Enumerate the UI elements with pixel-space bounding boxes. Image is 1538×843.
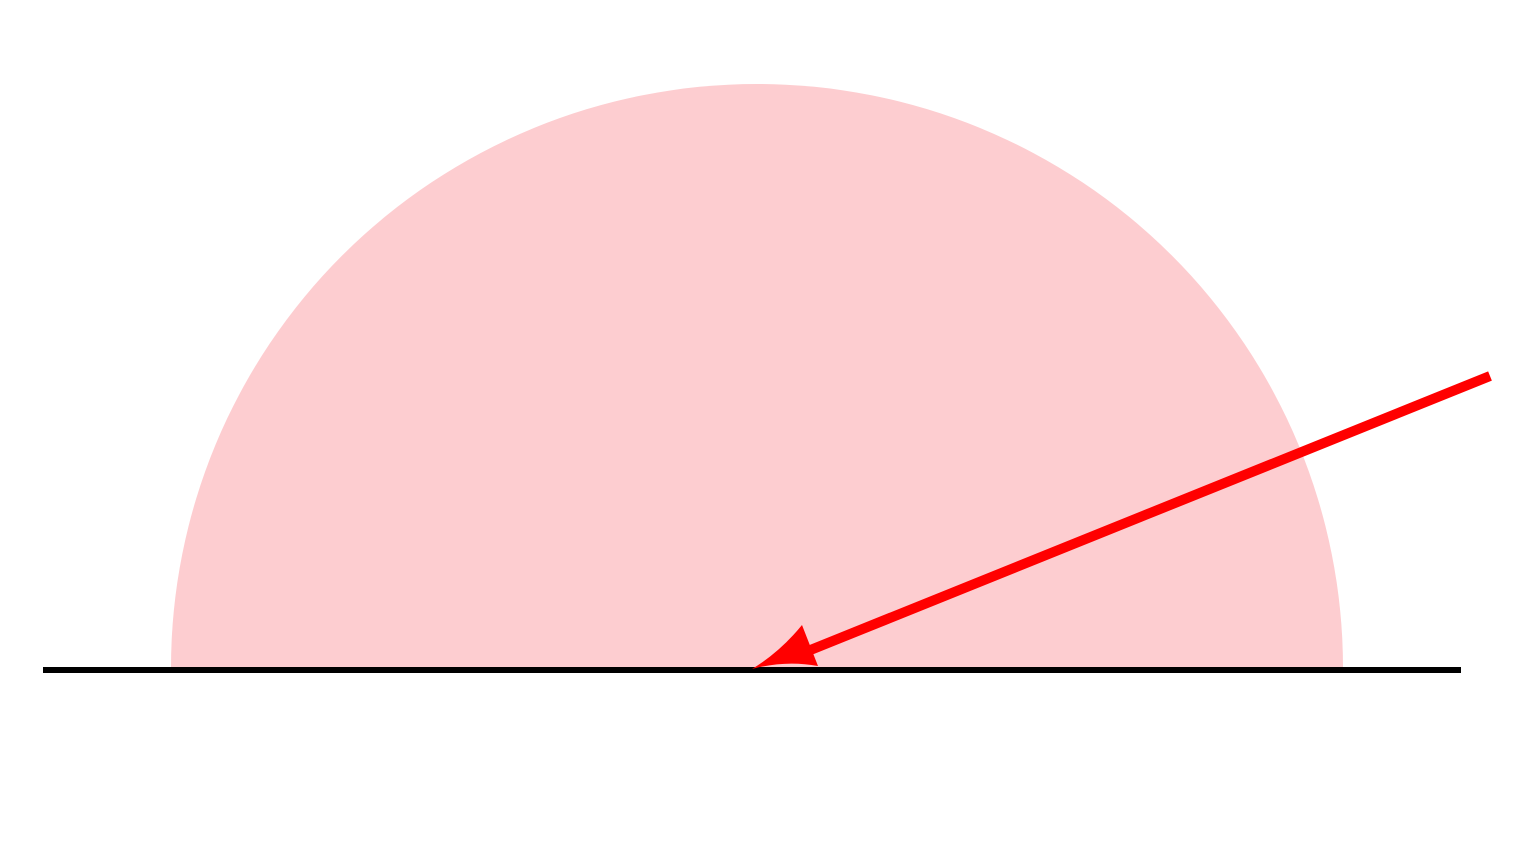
semicircle-region — [171, 84, 1343, 668]
incident-arrow — [806, 371, 1492, 656]
arrow-head — [752, 625, 818, 669]
